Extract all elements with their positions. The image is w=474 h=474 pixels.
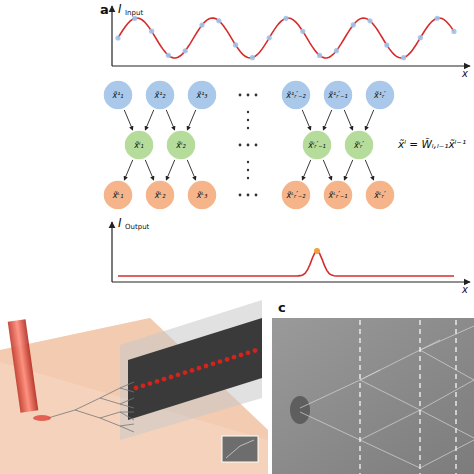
weight-connector bbox=[166, 160, 175, 180]
node-label: x̃¹₂ bbox=[154, 91, 165, 100]
neuron-node: x̃ᴸᵣ′₋₁ bbox=[322, 179, 354, 211]
neuron-node: x̃ᴸ₁ bbox=[102, 179, 134, 211]
node-label: x̃ˡ₂ bbox=[176, 141, 185, 150]
panel-letter: a bbox=[100, 2, 109, 17]
equation: x̃ˡ = W̃ₗ,ₗ₋₁x̃ˡ⁻¹ bbox=[398, 138, 466, 150]
node-label: x̃ᴸᵣ′ bbox=[374, 191, 385, 200]
weight-connector bbox=[124, 110, 133, 130]
neuron-node: x̃¹₂ bbox=[144, 79, 176, 111]
weight-connector bbox=[302, 160, 311, 180]
weight-connector bbox=[323, 160, 332, 180]
neuron-node: x̃ᴸ₂ bbox=[144, 179, 176, 211]
node-label: x̃ᴸᵣ′₋₁ bbox=[329, 191, 348, 200]
weight-connector bbox=[166, 110, 175, 130]
node-label: x̃ˡᵣ′₋₁ bbox=[308, 141, 325, 150]
weight-connector bbox=[145, 160, 154, 180]
node-label: x̃ᴸ₁ bbox=[113, 191, 124, 200]
weight-connector bbox=[344, 160, 353, 180]
axis-label: x bbox=[462, 68, 468, 79]
neuron-node: x̃¹₃ bbox=[186, 79, 218, 111]
neuron-node: x̃¹₁ bbox=[102, 79, 134, 111]
node-label: x̃¹₃ bbox=[196, 91, 207, 100]
weight-connector bbox=[302, 110, 311, 130]
neuron-node: x̃¹ᵣ′ bbox=[364, 79, 396, 111]
weight-connector bbox=[365, 160, 374, 180]
weight-connector bbox=[187, 160, 196, 180]
weight-connector bbox=[187, 110, 196, 130]
neuron-node: x̃¹ᵣ′₋₂ bbox=[280, 79, 312, 111]
device-illustration bbox=[0, 300, 268, 474]
output-plot bbox=[112, 222, 470, 282]
weight-connector bbox=[323, 110, 332, 130]
weight-connector bbox=[365, 110, 374, 130]
axis-label: Input bbox=[125, 9, 143, 17]
neuron-node: x̃ᴸ₃ bbox=[186, 179, 218, 211]
neuron-node: x̃ˡ₂ bbox=[165, 129, 197, 161]
axis-label: I bbox=[118, 216, 122, 230]
axis-label: I bbox=[118, 2, 122, 16]
node-label: x̃¹₁ bbox=[112, 91, 123, 100]
node-label: x̃¹ᵣ′₋₂ bbox=[286, 91, 305, 100]
panel-letter: c bbox=[278, 300, 286, 315]
node-label: x̃¹ᵣ′ bbox=[374, 91, 386, 100]
weight-connector bbox=[124, 160, 133, 180]
axis-label: Output bbox=[125, 223, 149, 231]
neuron-node: x̃ᴸᵣ′₋₂ bbox=[280, 179, 312, 211]
neuron-node: x̃¹ᵣ′₋₁ bbox=[322, 79, 354, 111]
ellipsis-dots bbox=[239, 94, 258, 197]
node-label: x̃¹ᵣ′₋₁ bbox=[328, 91, 347, 100]
input-plot bbox=[112, 6, 470, 66]
neuron-node: x̃ᴸᵣ′ bbox=[364, 179, 396, 211]
neuron-node: x̃ˡᵣ′ bbox=[343, 129, 375, 161]
weight-connector bbox=[145, 110, 154, 130]
node-label: x̃ˡ₁ bbox=[134, 141, 143, 150]
neuron-node: x̃ˡᵣ′₋₁ bbox=[301, 129, 333, 161]
neuron-node: x̃ˡ₁ bbox=[123, 129, 155, 161]
node-label: x̃ᴸ₃ bbox=[197, 191, 208, 200]
axis-label: x bbox=[462, 284, 468, 295]
sem-image bbox=[272, 318, 474, 474]
node-label: x̃ᴸᵣ′₋₂ bbox=[287, 191, 306, 200]
node-label: x̃ᴸ₂ bbox=[155, 191, 166, 200]
weight-connector bbox=[344, 110, 353, 130]
node-label: x̃ˡᵣ′ bbox=[354, 141, 364, 150]
